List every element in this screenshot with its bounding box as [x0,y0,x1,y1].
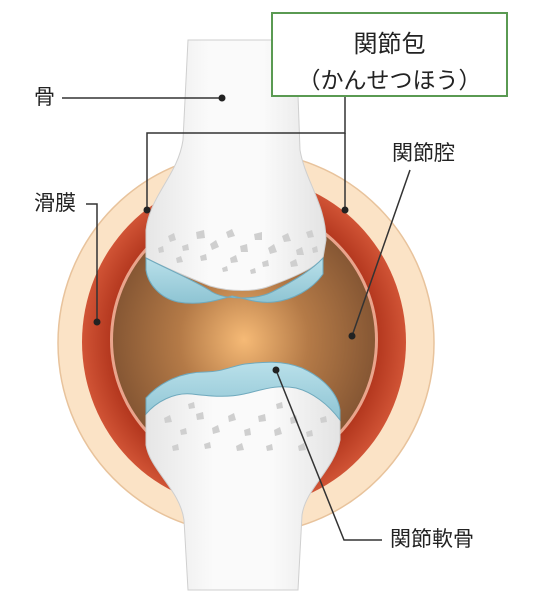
leader-capsule [146,97,346,210]
leader-synovium [86,203,98,320]
dot-synovium [93,318,101,326]
dot-capsule-right [341,206,349,214]
dot-capsule-left [143,206,151,214]
leader-dots [93,94,356,374]
upper-cartilage [145,256,324,304]
lower-bone-texture [164,402,327,451]
dot-bone [218,94,226,102]
upper-bone [145,39,327,291]
lower-bone [145,367,341,591]
dot-cartilage [272,366,280,374]
leader-cartilage [275,369,382,541]
label-bone: 骨 [34,85,55,109]
leader-cavity [351,169,411,337]
leader-lines [62,97,411,541]
lower-cartilage [145,361,341,422]
label-articular-cartilage: 関節軟骨 [390,527,474,551]
label-joint-cavity: 関節腔 [392,141,455,165]
label-joint-capsule: 関節包 [353,30,426,58]
label-joint-capsule-box: 関節包 （かんせつほう） [271,12,508,97]
label-synovium: 滑膜 [34,191,76,215]
label-joint-capsule-reading: （かんせつほう） [297,68,482,94]
dot-cavity [348,332,356,340]
upper-bone-texture [158,229,318,274]
